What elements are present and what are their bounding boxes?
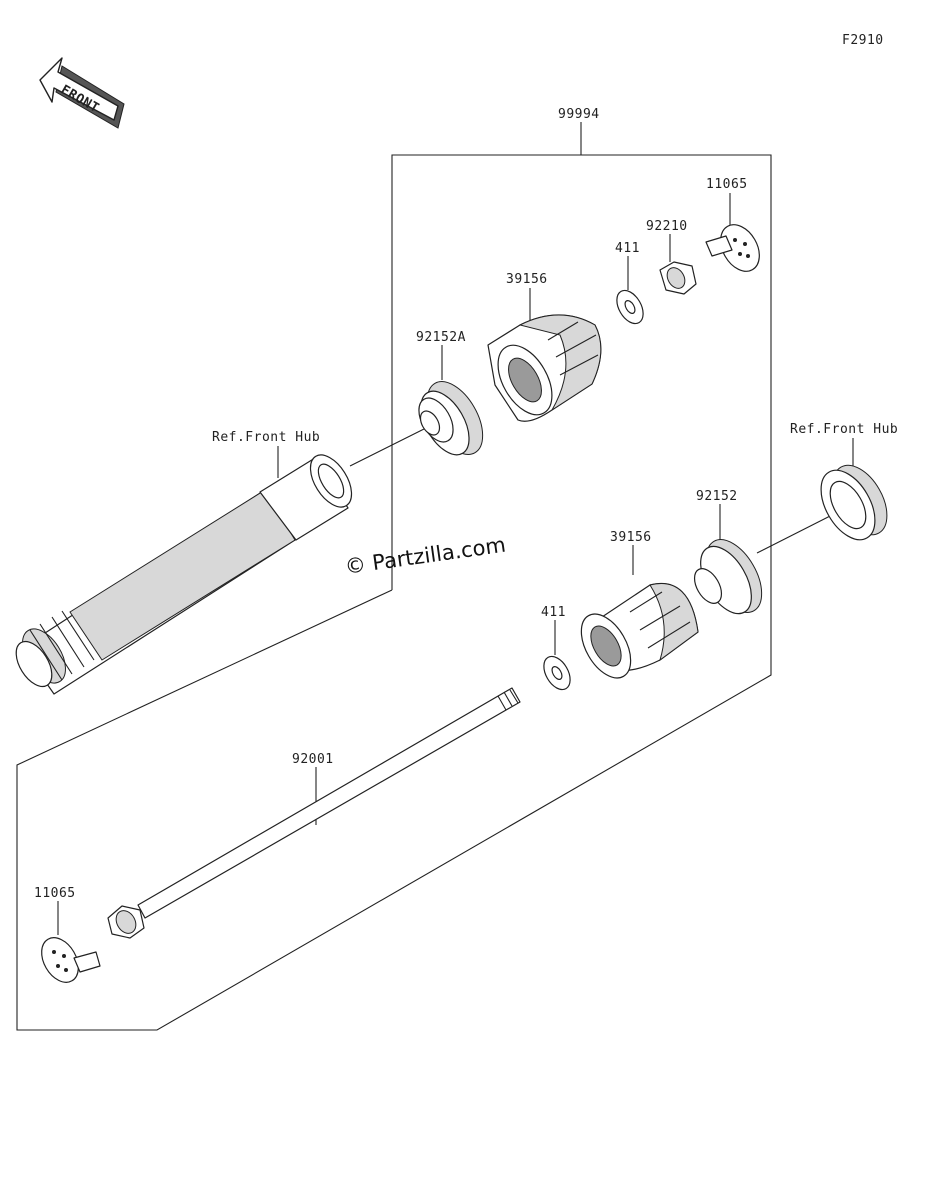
front-arrow-icon: FRONT [39, 57, 125, 129]
callout-washer-bottom: 411 [541, 605, 566, 620]
spacer-92152a [418, 381, 484, 456]
callout-slider-top: 39156 [506, 272, 548, 287]
nut-92210 [659, 261, 697, 295]
washer-411-bottom [543, 655, 571, 691]
callout-ref-hub-left: Ref.Front Hub [212, 430, 320, 445]
watermark: © Partzilla.com [343, 533, 507, 579]
callout-bolt: 92001 [292, 752, 334, 767]
callout-nut: 92210 [646, 219, 688, 234]
leader-lines [57, 193, 854, 935]
front-hub-bearing-right [820, 464, 888, 541]
callout-washer-top: 411 [615, 241, 640, 256]
washer-411-top [616, 289, 644, 325]
callout-clip-bottom: 11065 [34, 886, 76, 901]
clip-11065-bottom [41, 937, 101, 983]
callout-kit: 99994 [558, 107, 600, 122]
slider-39156-top [487, 314, 602, 422]
diagram-code: F2910 [842, 33, 884, 48]
spacer-92152 [693, 539, 763, 615]
callout-spacer-bottom: 92152 [696, 489, 738, 504]
callout-ref-hub-right: Ref.Front Hub [790, 422, 898, 437]
slider-39156-bottom [580, 583, 699, 679]
callout-slider-bottom: 39156 [610, 530, 652, 545]
front-axle [15, 454, 353, 695]
clip-11065-top [705, 224, 760, 272]
kit-boundary-frame [16, 122, 772, 1031]
callout-clip-top: 11065 [706, 177, 748, 192]
bolt-92001 [107, 687, 521, 939]
callout-spacer-top: 92152A [416, 330, 466, 345]
